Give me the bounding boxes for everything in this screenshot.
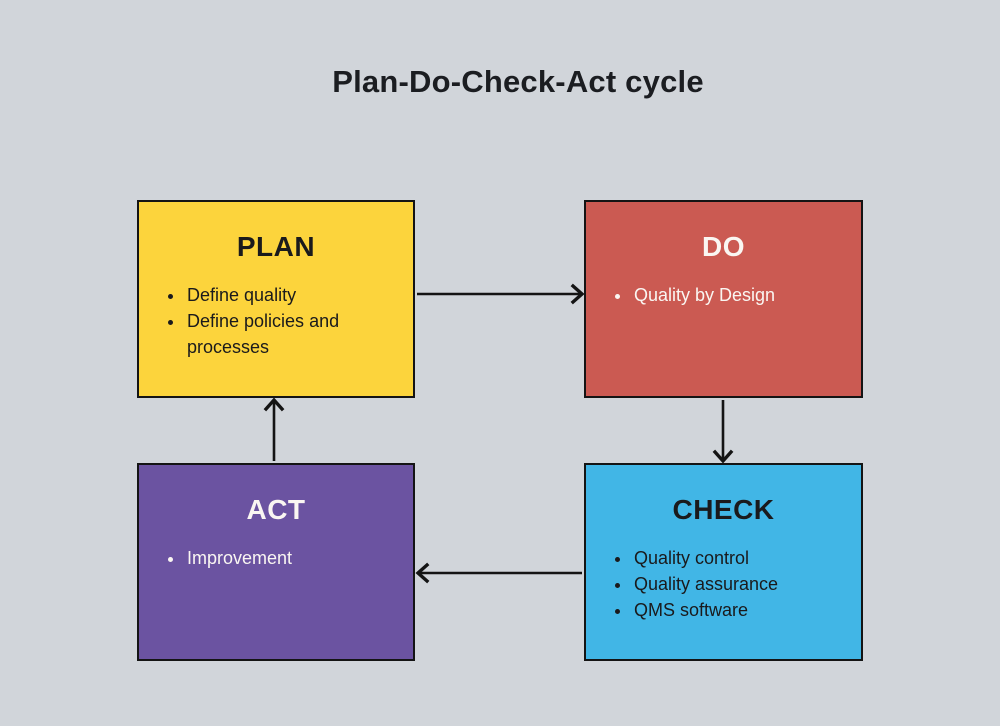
act-box: ACT Improvement — [137, 463, 415, 661]
bullet-item: Quality assurance — [632, 571, 839, 597]
do-box-label: DO — [702, 231, 745, 262]
bullet-item: Define quality — [185, 282, 391, 308]
arrowhead-up-icon — [263, 397, 285, 412]
arrow-plan-to-do — [417, 283, 585, 305]
arrowhead-down-icon — [712, 449, 734, 464]
check-box: CHECK Quality control Quality assurance … — [584, 463, 863, 661]
arrow-check-to-act — [415, 562, 582, 584]
bullet-item: Quality control — [632, 545, 839, 571]
bullet-item: Quality by Design — [632, 282, 839, 308]
arrowhead-left-icon — [415, 562, 430, 584]
arrow-do-to-check — [712, 400, 734, 464]
act-box-label: ACT — [246, 494, 306, 525]
do-box: DO Quality by Design — [584, 200, 863, 398]
check-bullet-list: Quality control Quality assurance QMS so… — [586, 545, 839, 623]
check-box-label: CHECK — [672, 494, 775, 525]
bullet-item: QMS software — [632, 597, 839, 623]
arrowhead-right-icon — [570, 283, 585, 305]
plan-box-label: PLAN — [236, 231, 316, 262]
bullet-item: Define policies and processes — [185, 308, 391, 360]
arrow-act-to-plan — [263, 397, 285, 461]
plan-box: PLAN Define quality Define policies and … — [137, 200, 415, 398]
act-bullet-list: Improvement — [139, 545, 391, 571]
plan-bullet-list: Define quality Define policies and proce… — [139, 282, 391, 360]
bullet-item: Improvement — [185, 545, 391, 571]
do-bullet-list: Quality by Design — [586, 282, 839, 308]
diagram-title: Plan-Do-Check-Act cycle — [332, 64, 704, 99]
